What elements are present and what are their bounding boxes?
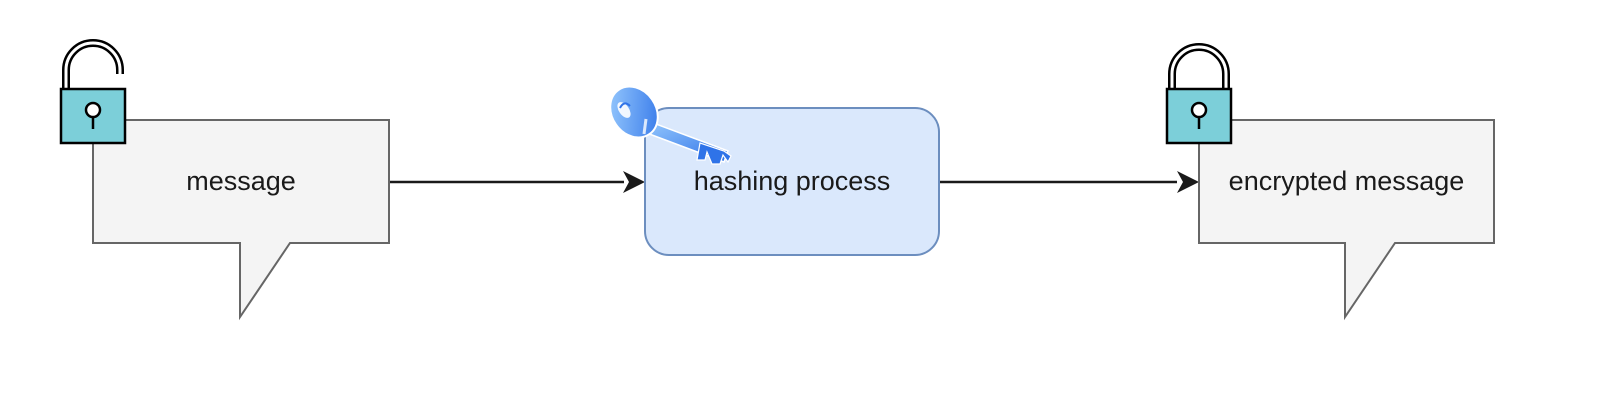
edge-hashing-to-encrypted[interactable] xyxy=(939,171,1199,193)
key-icon xyxy=(609,85,732,165)
hashing-process-box[interactable] xyxy=(644,107,940,256)
unlocked-padlock-icon xyxy=(59,39,127,145)
message-label: message xyxy=(186,166,296,196)
arrowhead xyxy=(1177,171,1199,193)
encrypted-message-label: encrypted message xyxy=(1228,166,1465,196)
encrypted-message-callout-shape[interactable] xyxy=(1198,119,1495,321)
message-callout-shape[interactable] xyxy=(92,119,390,321)
edge-message-to-hashing[interactable] xyxy=(389,171,645,193)
locked-padlock-icon xyxy=(1165,43,1233,145)
arrowhead xyxy=(623,171,645,193)
hashing-process-label: hashing process xyxy=(693,166,891,196)
